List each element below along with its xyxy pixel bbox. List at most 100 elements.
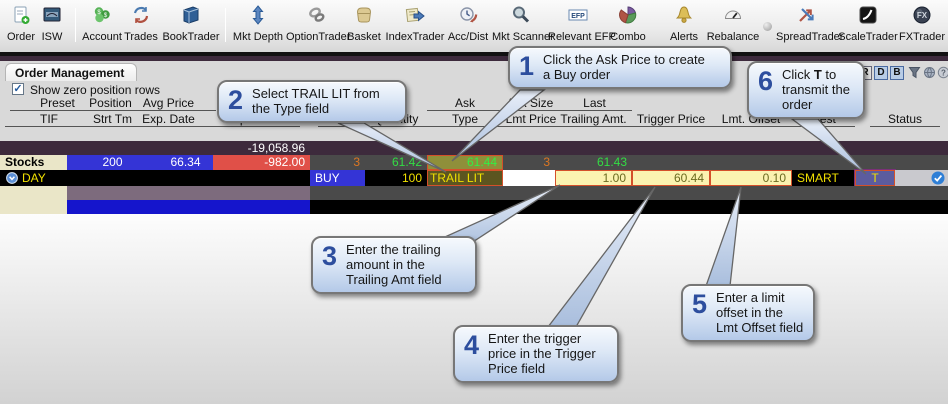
type-cell[interactable]: TRAIL LIT xyxy=(427,170,503,186)
account-icon: $$ xyxy=(78,4,126,30)
group-header-position[interactable]: Position xyxy=(63,97,158,111)
checkbox[interactable]: ✓ xyxy=(12,83,24,95)
callout-text: Enter the trailing amount in the Trailin… xyxy=(346,242,442,287)
main-toolbar: Order ISW $$ Account Trades BookTrader M… xyxy=(0,0,948,52)
toolbar-button-relevant-efp[interactable]: EFP Relevant EFP xyxy=(548,4,616,50)
help-icon[interactable]: ? xyxy=(936,66,948,80)
callout-number: 4 xyxy=(464,330,480,360)
callout-2: 2 Select TRAIL LIT from the Type field xyxy=(217,80,407,123)
mkt-depth-icon xyxy=(229,4,287,30)
toolbar-button-order[interactable]: Order xyxy=(0,4,42,50)
callout-number: 1 xyxy=(519,51,535,81)
toolbar-button-acc-dist[interactable]: Acc/Dist xyxy=(443,4,493,50)
lmt-price-cell[interactable] xyxy=(503,170,555,186)
callout-5: 5 Enter a limit offset in the Lmt Offset… xyxy=(681,284,815,342)
toolbar-button-isw[interactable]: ISW xyxy=(32,4,72,50)
col-header-lmt-price[interactable]: Lmt Price xyxy=(501,113,561,127)
spreadtrader-icon xyxy=(776,4,836,30)
toolbar-button-indextrader[interactable]: IndexTrader xyxy=(385,4,445,50)
group-header-last[interactable]: Last xyxy=(557,97,632,111)
mkt-scanner-icon xyxy=(492,4,550,30)
toolbar-button-basket[interactable]: Basket xyxy=(341,4,387,50)
toolbar-button-fxtrader[interactable]: FX FXTrader xyxy=(896,4,948,50)
col-header-type[interactable]: Type xyxy=(427,113,503,127)
acc-dist-icon xyxy=(443,4,493,30)
svg-text:$: $ xyxy=(97,10,101,16)
callout-text: Enter the trigger price in the Trigger P… xyxy=(488,331,596,376)
band-right-cell xyxy=(310,200,948,214)
toolbar-button-spreadtrader[interactable]: SpreadTrader xyxy=(776,4,843,50)
summary-value: -19,058.96 xyxy=(247,141,305,155)
quantity-cell[interactable]: 100 xyxy=(401,171,422,185)
col-header-status[interactable]: Status xyxy=(870,113,940,127)
panel-top-border xyxy=(0,56,948,61)
col-header-strt-tm[interactable]: Strt Tm xyxy=(67,113,158,127)
status-check-icon[interactable] xyxy=(931,171,945,189)
alerts-icon xyxy=(660,4,708,30)
toolbar-button-rebalance[interactable]: Rebalance xyxy=(705,4,761,50)
callout-3: 3 Enter the trailing amount in the Trail… xyxy=(311,236,477,294)
toolbar-button-optiontrader[interactable]: OptionTrader xyxy=(286,4,350,50)
callout-1: 1 Click the Ask Price to create a Buy or… xyxy=(508,46,732,89)
trailing-amt-cell[interactable]: 1.00 xyxy=(555,170,632,186)
tif-cell[interactable]: DAY xyxy=(22,171,46,185)
col-header-trigger-price[interactable]: Trigger Price xyxy=(632,113,710,127)
ask-price-cell[interactable]: 61.44 xyxy=(427,155,503,170)
col-header-trailing-amt[interactable]: Trailing Amt. xyxy=(555,113,632,127)
combo-icon xyxy=(605,4,651,30)
group-header-avg-price[interactable]: Avg Price xyxy=(121,97,216,111)
booktrader-icon xyxy=(160,4,222,30)
b-button[interactable]: B xyxy=(890,66,904,80)
basket-icon xyxy=(341,4,387,30)
tab-order-management[interactable]: Order Management xyxy=(5,63,137,81)
toolbar-button-trades[interactable]: Trades xyxy=(118,4,164,50)
group-header-ask-size[interactable]: Ask Size xyxy=(501,97,559,111)
callout-text: Click the Ask Price to create a Buy orde… xyxy=(543,52,705,82)
globe-icon[interactable] xyxy=(922,66,936,80)
transmit-button[interactable]: T xyxy=(854,169,896,187)
lmt-offset-cell[interactable]: 0.10 xyxy=(710,170,792,186)
pnl-cell: -982.00 xyxy=(213,155,310,170)
toolbar-button-mkt-depth[interactable]: Mkt Depth xyxy=(229,4,287,50)
expander-icon[interactable] xyxy=(6,172,18,188)
group-header-preset[interactable]: Preset xyxy=(10,97,105,111)
optiontrader-icon xyxy=(286,4,348,30)
order-icon xyxy=(0,4,42,30)
toolbar-button-scaletrader[interactable]: ScaleTrader xyxy=(838,4,898,50)
callout-number: 2 xyxy=(228,85,244,115)
callout-6: 6 Click T to transmit the order xyxy=(747,61,865,119)
band-mid-cell xyxy=(67,186,310,200)
bid-size-cell[interactable]: 3 xyxy=(353,155,360,169)
indextrader-icon xyxy=(385,4,445,30)
dest-cell[interactable]: SMART xyxy=(797,171,839,185)
order-row: DAY BUY 100 TRAIL LIT 1.00 60.44 0.10 SM… xyxy=(0,169,948,189)
toolbar-button-combo[interactable]: Combo xyxy=(605,4,651,50)
action-cell[interactable]: BUY xyxy=(310,170,365,186)
stocks-row: Stocks 200 66.34 -982.00 3 61.42 61.44 3… xyxy=(0,155,948,170)
toolbar-button-account[interactable]: $$ Account xyxy=(78,4,126,50)
ask-size-cell[interactable]: 3 xyxy=(543,155,550,169)
toolbar-button-alerts[interactable]: Alerts xyxy=(660,4,708,50)
toolbar-button-booktrader[interactable]: BookTrader xyxy=(160,4,222,50)
col-header-tif[interactable]: TIF xyxy=(5,113,93,127)
group-header-ask[interactable]: Ask xyxy=(427,97,503,111)
toolbar-dot-separator xyxy=(763,22,772,31)
svg-text:FX: FX xyxy=(917,11,928,20)
callout-text: Click T to transmit the order xyxy=(782,67,850,112)
checkbox-label: Show zero position rows xyxy=(30,83,161,97)
last-price-cell: 61.43 xyxy=(596,155,627,169)
svg-text:?: ? xyxy=(941,68,946,77)
filter-icon[interactable] xyxy=(907,66,921,80)
toolbar-button-mkt-scanner[interactable]: Mkt Scanner xyxy=(492,4,554,50)
bid-price-cell[interactable]: 61.42 xyxy=(391,155,422,169)
col-header-exp-date[interactable]: Exp. Date xyxy=(121,113,216,127)
position-band-row xyxy=(0,186,948,200)
d-button[interactable]: D xyxy=(874,66,888,80)
band-left-cell xyxy=(0,200,67,214)
trigger-price-cell[interactable]: 60.44 xyxy=(632,170,710,186)
avg-price-cell: 66.34 xyxy=(158,155,213,170)
summary-row: -19,058.96 xyxy=(0,141,948,155)
svg-text:$: $ xyxy=(104,13,108,19)
row-label: Stocks xyxy=(0,155,67,170)
